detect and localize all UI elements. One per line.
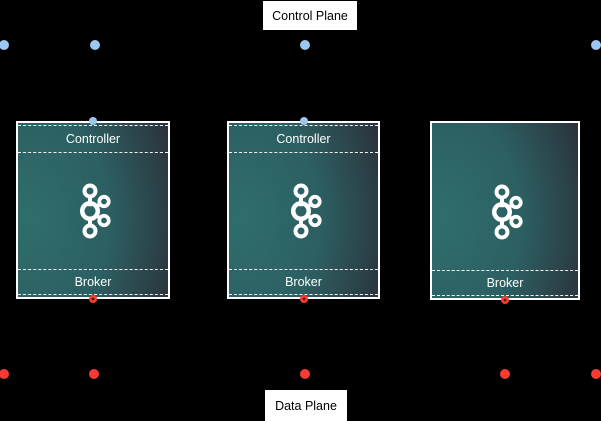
kafka-logo-icon [290, 183, 322, 239]
data-plane-dot-4 [500, 369, 510, 379]
broker-port-dot [501, 296, 509, 304]
controller-section-label: Controller [18, 125, 168, 153]
control-plane-dot-2 [90, 40, 100, 50]
data-plane-label-text: Data Plane [275, 398, 337, 413]
controller-port-dot [89, 117, 97, 125]
broker-port-dot [89, 295, 97, 303]
control-plane-dot-1 [0, 40, 9, 50]
control-plane-label: Control Plane [263, 1, 357, 30]
kafka-node-3: Broker [430, 121, 580, 304]
data-plane-dot-5 [591, 369, 601, 379]
broker-port-dot [299, 295, 308, 303]
node-spacer [432, 125, 578, 154]
kafka-logo-icon [492, 184, 523, 240]
kafka-node-2: Controller Broker [227, 117, 380, 303]
controller-port-dot [299, 117, 308, 125]
kafka-node-1: Controller Broker [16, 117, 170, 303]
broker-section-label: Broker [432, 270, 578, 296]
broker-section-label: Broker [18, 269, 168, 295]
data-plane-dot-1 [0, 369, 9, 379]
data-plane-dot-2 [89, 369, 99, 379]
kafka-logo-icon [80, 183, 111, 239]
control-plane-dot-3 [300, 40, 310, 50]
control-plane-dot-4 [591, 40, 601, 50]
broker-section-label: Broker [229, 269, 378, 295]
data-plane-dot-3 [300, 369, 310, 379]
data-plane-label: Data Plane [265, 390, 347, 421]
control-plane-label-text: Control Plane [272, 8, 348, 23]
controller-section-label: Controller [229, 125, 378, 153]
